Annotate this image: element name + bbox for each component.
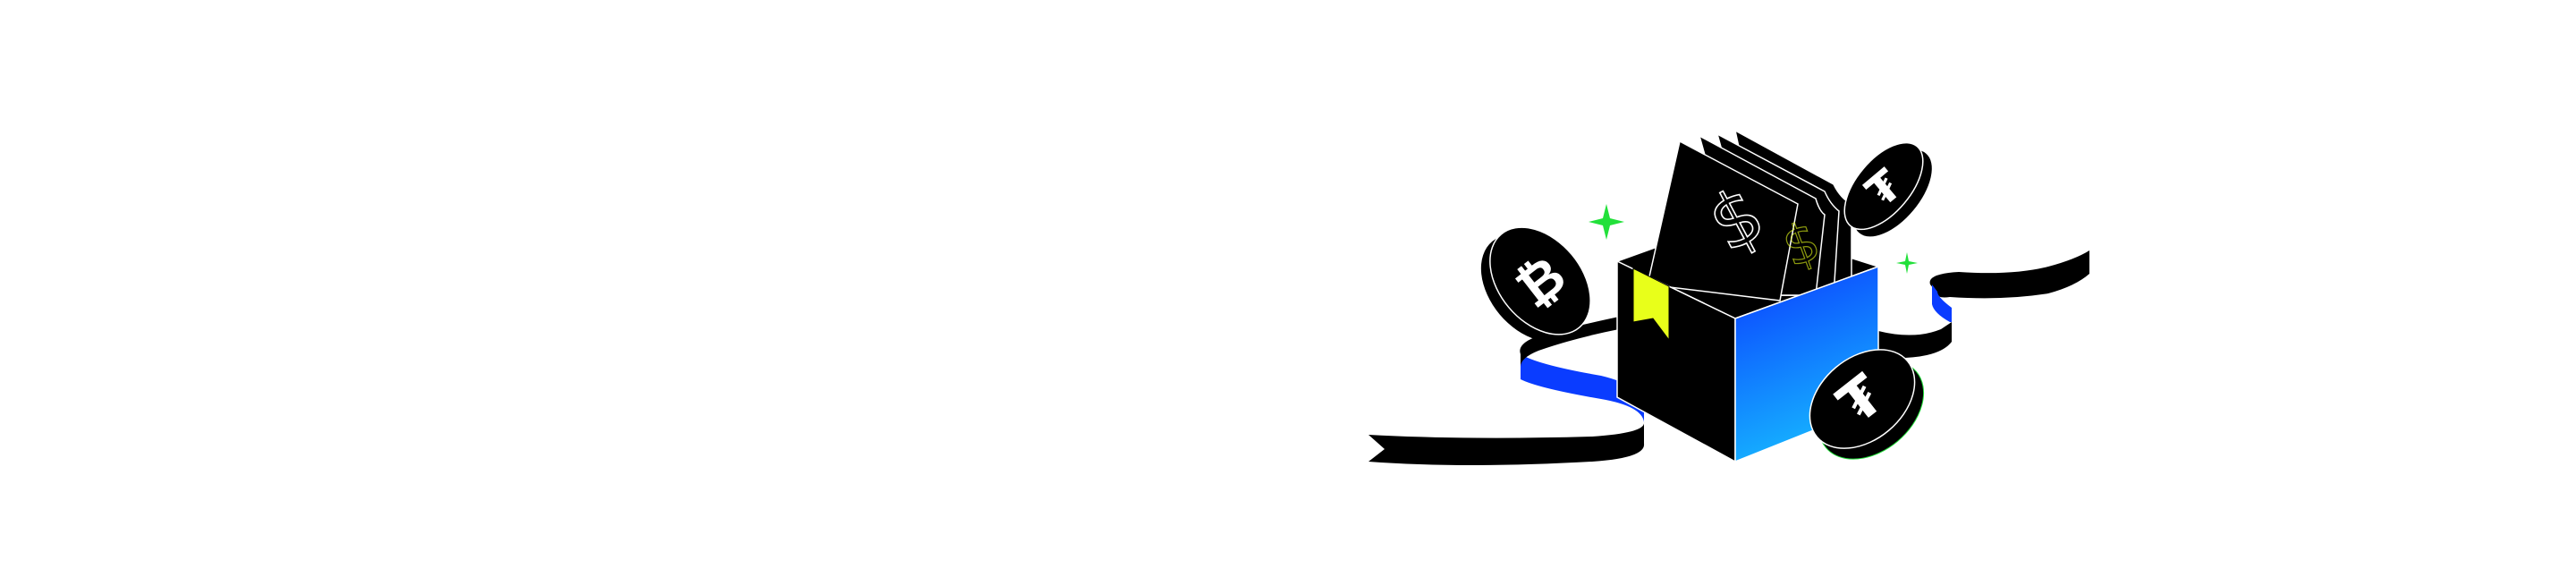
sparkle-icon-small	[1896, 252, 1918, 274]
sparkle-icon-large	[1589, 204, 1624, 240]
gift-box-icon: $ $	[1615, 129, 1881, 463]
tether-coin-icon-bottom: ₮	[1809, 349, 1925, 460]
tether-coin-icon-top: ₮	[1843, 141, 1932, 237]
bitcoin-coin-icon: ₿	[1480, 226, 1591, 342]
dollar-banknote-icon: $ $	[1647, 129, 1852, 301]
bookmark-icon	[1632, 267, 1670, 342]
ribbon-left-icon	[1368, 315, 1645, 465]
ribbon-right-icon	[1878, 250, 2089, 358]
